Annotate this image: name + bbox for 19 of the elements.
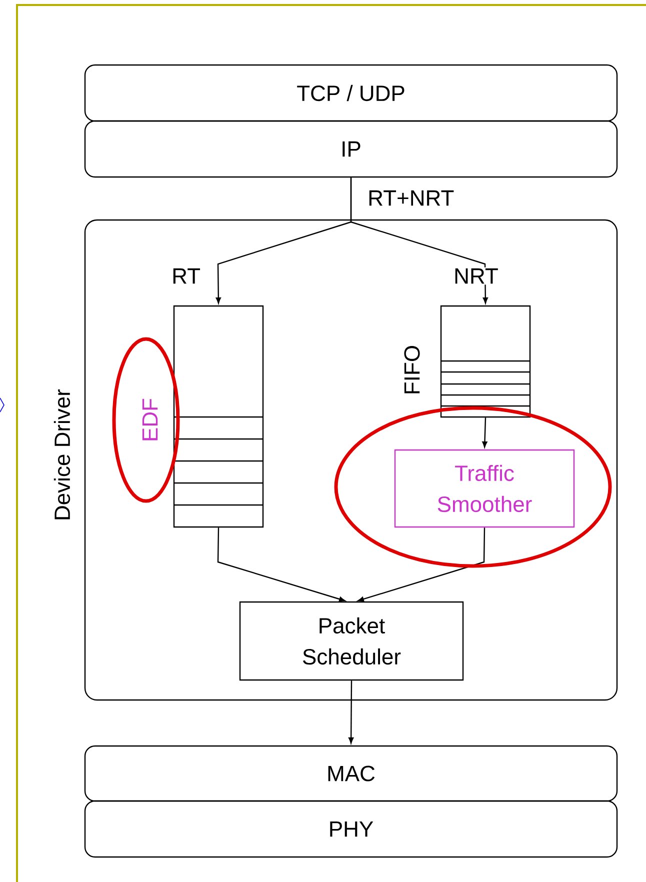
edge-label: RT bbox=[170, 267, 202, 285]
queue-label: FIFO bbox=[404, 346, 420, 394]
queue-label: EDF bbox=[142, 398, 158, 440]
node-label: Device Driver bbox=[54, 389, 70, 520]
process-box: Traffic Smoother bbox=[394, 449, 575, 528]
queue-drawing bbox=[440, 305, 531, 418]
layer-box: IP bbox=[84, 120, 618, 178]
arrow bbox=[217, 528, 346, 602]
edge-label: NRT bbox=[452, 267, 500, 285]
flow-label: RT+NRT bbox=[366, 189, 456, 207]
arrow bbox=[350, 178, 488, 304]
arrow bbox=[348, 680, 354, 744]
layer-box: TCP / UDP bbox=[84, 64, 618, 122]
arrow bbox=[358, 528, 486, 602]
arrow bbox=[482, 418, 488, 448]
layer-box: MAC bbox=[84, 745, 618, 802]
process-box: Packet Scheduler bbox=[239, 601, 464, 681]
queue-drawing bbox=[173, 305, 264, 528]
layer-box: PHY bbox=[84, 800, 618, 858]
